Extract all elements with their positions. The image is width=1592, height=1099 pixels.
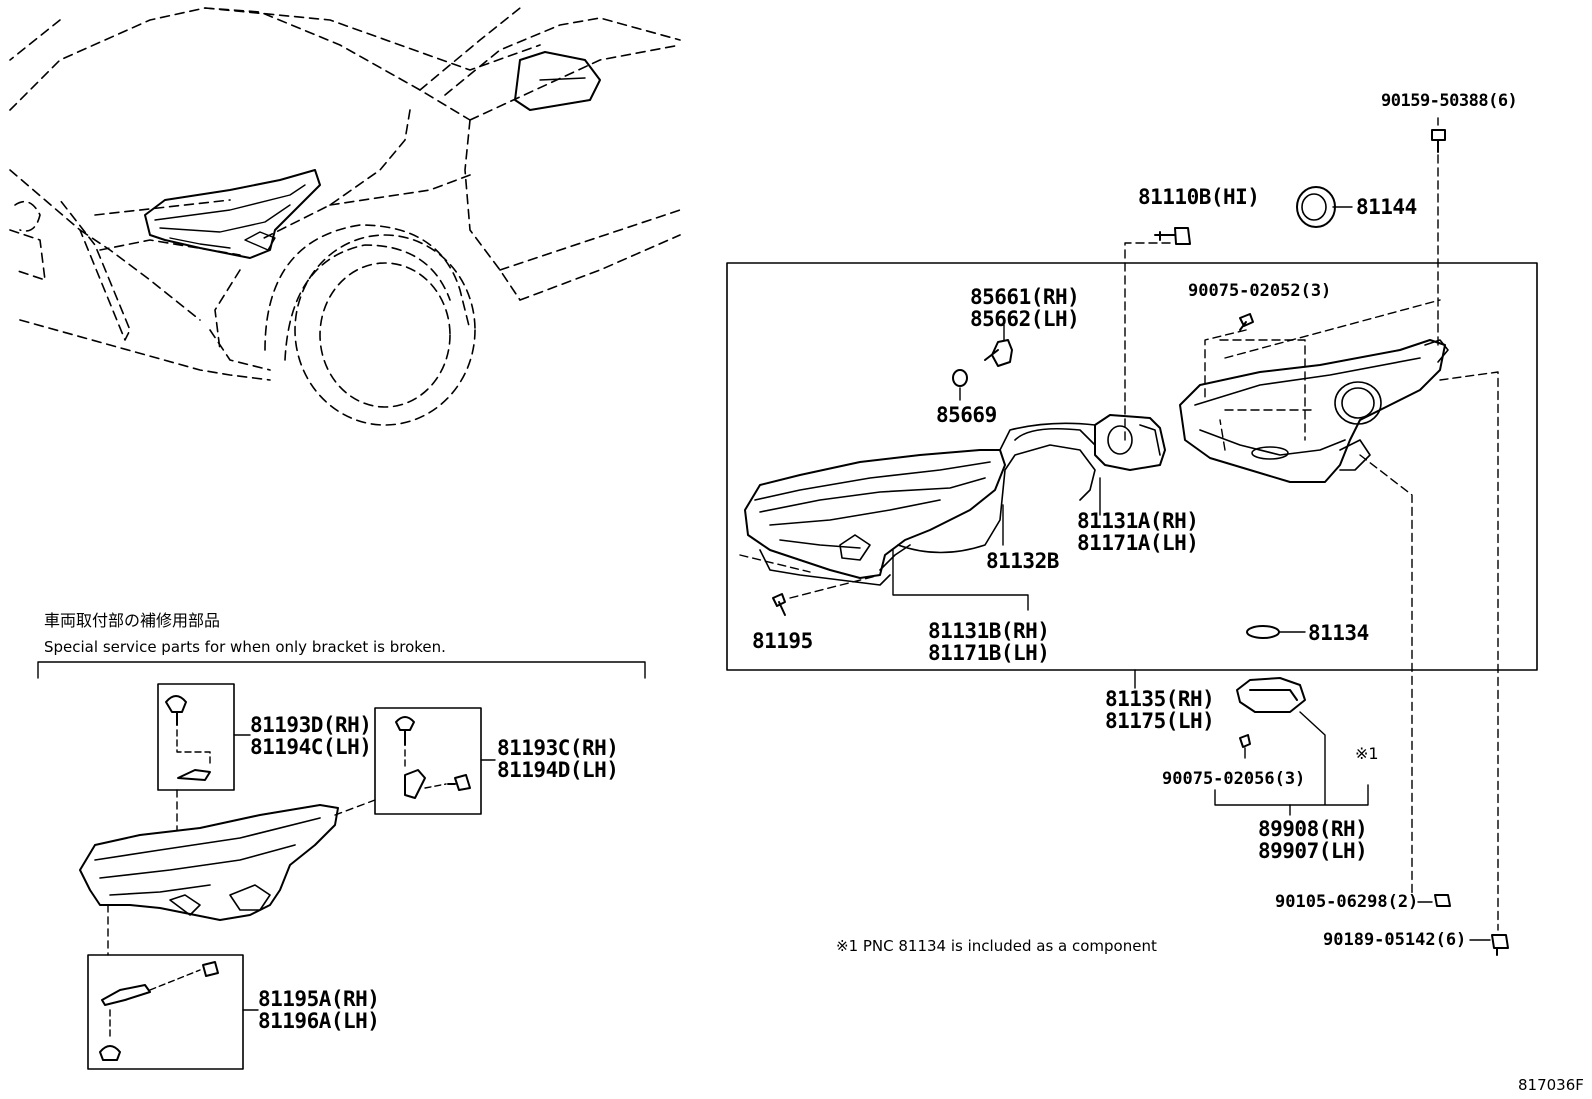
label-81131A: 81131A(RH) [1077,509,1199,533]
bracket-bracket-line [37,661,646,679]
label-81110B: 81110B(HI) [1138,185,1260,209]
label-81194D: 81194D(LH) [497,758,619,782]
label-89908-89907: 89908(RH) 89907(LH) [1258,817,1368,863]
label-81175: 81175(LH) [1105,709,1215,733]
footnote: ※1 PNC 81134 is included as a component [836,937,1157,955]
label-81193C-81194D: 81193C(RH) 81194D(LH) [497,736,619,782]
label-81171A: 81171A(LH) [1077,531,1199,555]
part-icons [772,129,1509,956]
label-81134: 81134 [1308,621,1369,645]
label-81132B: 81132B [986,549,1059,573]
label-90105-06298: 90105-06298(2) [1275,892,1419,912]
label-81135-81175: 81135(RH) 81175(LH) [1105,687,1215,733]
label-81195: 81195 [752,629,813,653]
bracket-title-en: Special service parts for when only brac… [44,638,446,656]
label-81196A: 81196A(LH) [258,1009,380,1033]
small-headlamp [79,804,339,921]
label-81135: 81135(RH) [1105,687,1215,711]
box-81193C [374,707,482,815]
label-90159-50388: 90159-50388(6) [1381,91,1518,111]
label-85669: 85669 [936,403,997,427]
bracket-leader-lines [233,734,496,1011]
label-81131B-81171B: 81131B(RH) 81171B(LH) [928,619,1050,665]
bracket-title-jp: 車両取付部の補修用部品 [44,611,221,630]
label-90189-05142: 90189-05142(6) [1323,930,1467,950]
box-81193D [157,683,235,791]
bracket-dashed-links [107,789,376,956]
label-81131B: 81131B(RH) [928,619,1050,643]
wire-harness [897,427,1096,554]
bracket-parts [99,695,471,1061]
assembly-frame [726,262,1538,671]
label-89907: 89907(LH) [1258,839,1368,863]
label-81193D-81194C: 81193D(RH) 81194C(LH) [250,713,372,759]
box-81195A [87,954,244,1070]
label-81193D: 81193D(RH) [250,713,372,737]
label-81144: 81144 [1356,195,1417,219]
label-85661: 85661(RH) [970,285,1080,309]
label-81193C: 81193C(RH) [497,736,619,760]
label-85662: 85662(LH) [970,307,1080,331]
label-81195A-81196A: 81195A(RH) 81196A(LH) [258,987,380,1033]
headlamp-assembly [744,449,1006,586]
label-note-mark: ※1 [1355,744,1379,763]
label-89908: 89908(RH) [1258,817,1368,841]
dashed-references [739,154,1499,931]
lamp-socket [1094,414,1166,471]
label-85661-85662: 85661(RH) 85662(LH) [970,285,1080,331]
label-81131A-81171A: 81131A(RH) 81171A(LH) [1077,509,1199,555]
car-front-illustration [9,7,681,426]
diagram-code: 817036F [1518,1076,1584,1094]
leader-lines [892,117,1491,941]
label-90075-02056: 90075-02056(3) [1162,769,1306,789]
headlamp-housing [1179,339,1449,483]
label-81171B: 81171B(LH) [928,641,1050,665]
label-90075-02052: 90075-02052(3) [1188,281,1332,301]
label-81194C: 81194C(LH) [250,735,372,759]
label-81195A: 81195A(RH) [258,987,380,1011]
